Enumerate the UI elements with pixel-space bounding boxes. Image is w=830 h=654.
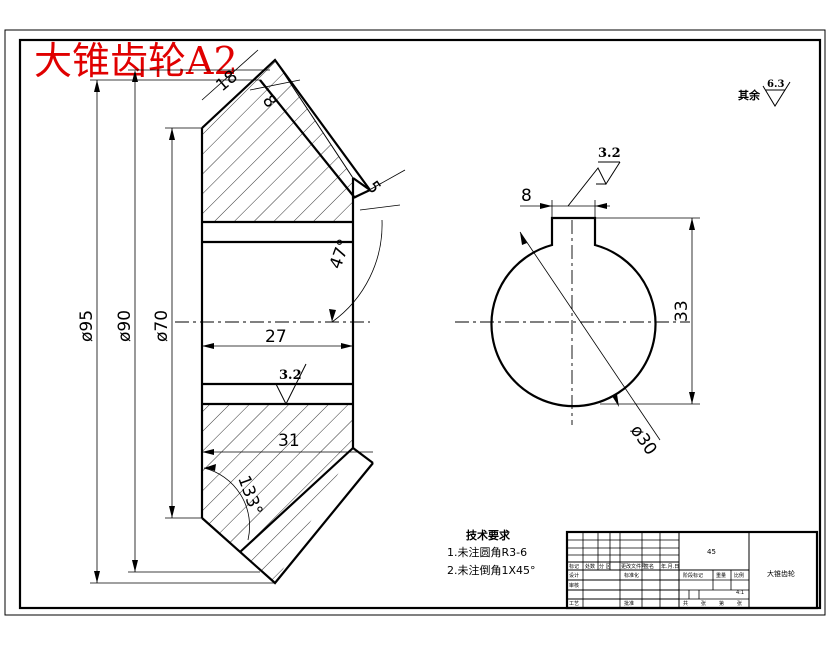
svg-text:批准: 批准 bbox=[624, 600, 634, 607]
svg-text:3.2: 3.2 bbox=[279, 368, 302, 383]
lower-hatch bbox=[202, 404, 353, 583]
svg-text:分 区: 分 区 bbox=[599, 563, 611, 570]
svg-text:重量: 重量 bbox=[716, 572, 726, 579]
svg-text:工艺: 工艺 bbox=[569, 601, 579, 607]
svg-text:标准化: 标准化 bbox=[624, 572, 639, 579]
svg-text:其余: 其余 bbox=[738, 88, 761, 102]
dim-total-length: 31 bbox=[278, 431, 300, 451]
dim-hub-diameter: ø70 bbox=[152, 310, 172, 342]
svg-text:3.2: 3.2 bbox=[598, 146, 621, 161]
svg-text:设计: 设计 bbox=[569, 572, 579, 579]
front-view: 8 33 ø30 3.2 bbox=[455, 146, 700, 459]
dim-bore-diameter: ø30 bbox=[626, 421, 661, 459]
svg-text:阶段标记: 阶段标记 bbox=[683, 572, 703, 579]
upper-hatch bbox=[202, 60, 353, 222]
tb-part-name: 大锥齿轮 bbox=[767, 569, 795, 578]
outer-border bbox=[4, 29, 826, 616]
roughness-symbol-bore: 3.2 bbox=[270, 363, 307, 406]
dim-hub-length: 27 bbox=[265, 327, 287, 347]
svg-text:6.3: 6.3 bbox=[767, 79, 784, 90]
dim-outer-diameter: ø95 bbox=[77, 310, 97, 342]
svg-text:比例: 比例 bbox=[734, 572, 744, 579]
svg-text:更改文件号: 更改文件号 bbox=[621, 563, 646, 570]
dim-keyway-depth: 33 bbox=[672, 300, 692, 322]
svg-text:第: 第 bbox=[719, 600, 724, 607]
tb-scale: 4:1 bbox=[736, 590, 744, 596]
section-view: ø95 ø90 ø70 18 8 5 47° 27 31 133° bbox=[77, 49, 406, 585]
svg-text:审核: 审核 bbox=[569, 582, 579, 589]
tb-material: 45 bbox=[707, 548, 716, 556]
svg-text:标记: 标记 bbox=[569, 563, 579, 570]
inner-border bbox=[18, 38, 822, 610]
svg-text:共: 共 bbox=[683, 600, 688, 607]
bore-outline bbox=[490, 216, 657, 408]
tech-req-title: 技术要求 bbox=[466, 528, 511, 542]
roughness-symbol-keyway: 3.2 bbox=[567, 146, 621, 207]
dim-small-gap: 5 bbox=[362, 177, 385, 197]
svg-text:张: 张 bbox=[737, 600, 742, 607]
tech-req-item-2: 2.未注倒角1X45° bbox=[447, 563, 536, 577]
svg-text:年.月.日: 年.月.日 bbox=[661, 563, 679, 570]
roughness-other: 其余 6.3 bbox=[738, 79, 791, 107]
svg-text:张: 张 bbox=[701, 600, 706, 607]
technical-requirements: 技术要求 1.未注圆角R3-6 2.未注倒角1X45° bbox=[447, 528, 536, 577]
dim-keyway-width: 8 bbox=[521, 186, 532, 206]
tech-req-item-1: 1.未注圆角R3-6 bbox=[447, 545, 527, 559]
svg-text:签名: 签名 bbox=[644, 563, 654, 570]
svg-text:处数: 处数 bbox=[585, 563, 595, 570]
dim-pitch-diameter: ø90 bbox=[115, 310, 135, 342]
title-block: 45 大锥齿轮 4:1 标记 处数 分 区 更改文件号 签名 年.月.日 设计 … bbox=[565, 530, 819, 610]
